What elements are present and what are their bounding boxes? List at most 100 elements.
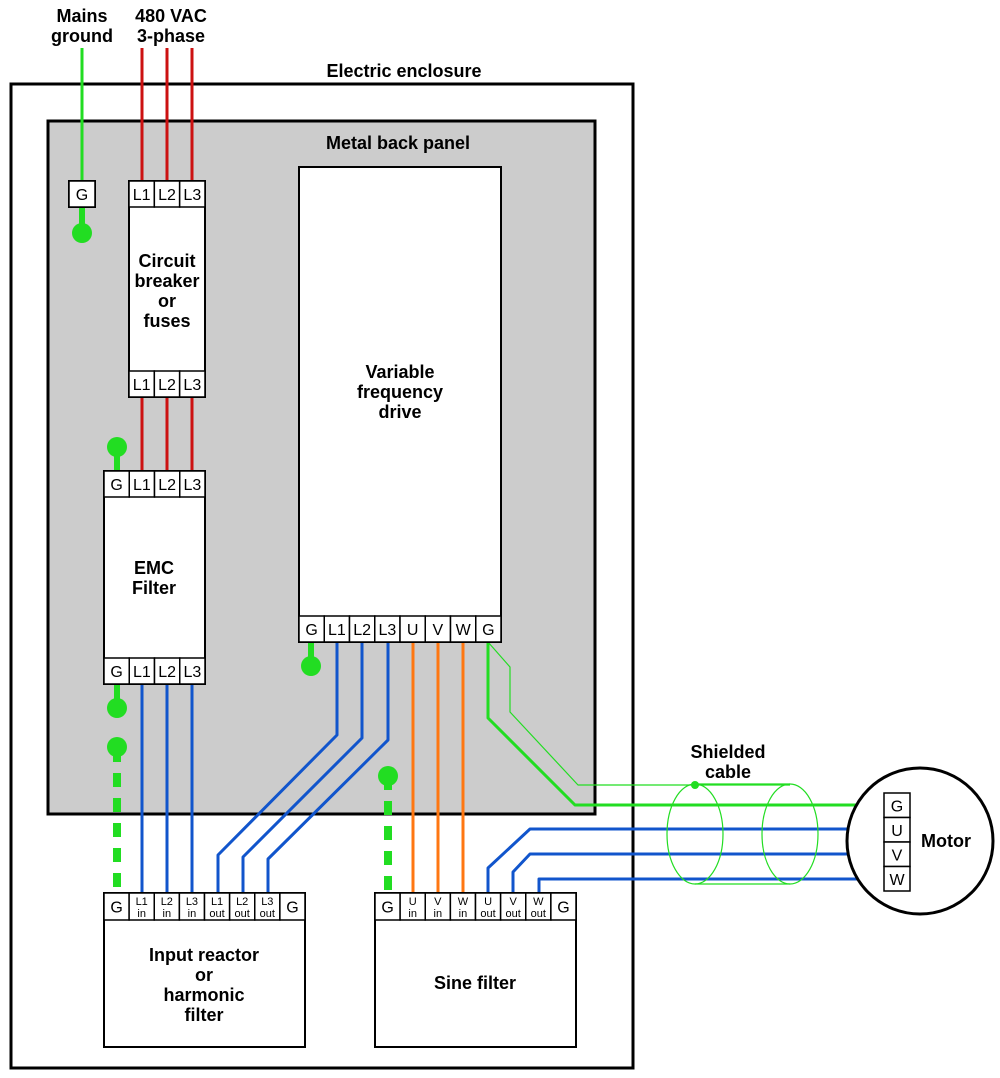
motor xyxy=(845,766,995,916)
vfd-terminal-v: V xyxy=(433,622,444,639)
breaker-bottom-terminal-l1-box xyxy=(128,370,156,398)
breaker-top-terminal-l3: L3 xyxy=(183,187,201,204)
emc-top-ground-dot xyxy=(107,437,127,457)
sine-terminal-v-out-box xyxy=(499,892,527,921)
emc-filter xyxy=(103,470,206,685)
shielded-cable-label-1: Shielded xyxy=(690,742,765,762)
breaker-label-1: Circuit xyxy=(138,251,195,271)
reactor-terminal-l2-in-suffix: in xyxy=(163,908,172,920)
vfd-terminal-l3-box xyxy=(374,615,401,643)
enclosure-label: Electric enclosure xyxy=(326,61,481,81)
reactor-terminal-l1-out-suffix: out xyxy=(209,908,224,920)
vfd-terminal-l1-box xyxy=(323,615,351,643)
breaker-top-terminal-l1-box xyxy=(128,180,156,208)
sine-terminal-u-in-name: U xyxy=(409,896,417,908)
motor-terminal-g: G xyxy=(891,798,903,815)
reactor-terminal-g: G xyxy=(286,900,298,917)
back-panel-label: Metal back panel xyxy=(326,133,470,153)
sine-terminal-u-in-suffix: in xyxy=(408,908,417,920)
emc-top-terminal-l1: L1 xyxy=(133,477,151,494)
reactor-terminal-l3-in-suffix: in xyxy=(188,908,197,920)
emc-label-1: EMC xyxy=(134,558,174,578)
reactor-terminal-g: G xyxy=(110,900,122,917)
sine-terminal-v-in-name: V xyxy=(434,896,442,908)
emc-top-terminal-l3: L3 xyxy=(183,477,201,494)
mains-ground-dot xyxy=(72,223,92,243)
vfd-terminal-l1: L1 xyxy=(328,622,346,639)
emc-bottom-terminal-g: G xyxy=(110,664,122,681)
reactor-terminal-g-box xyxy=(103,892,130,921)
vfd-terminal-l2: L2 xyxy=(353,622,371,639)
reactor-label-3: harmonic xyxy=(163,985,244,1005)
emc-top-terminal-l3-box xyxy=(179,470,206,498)
emc-bottom-terminal-l2: L2 xyxy=(158,664,176,681)
breaker-top-terminal-l2-box xyxy=(153,180,181,208)
reactor-terminal-l2-out-name: L2 xyxy=(236,896,248,908)
sine-terminal-w-in-suffix: in xyxy=(459,908,468,920)
sine-terminal-g: G xyxy=(381,900,393,917)
reactor-vfd-wire-l1 xyxy=(216,642,339,893)
sine-terminal-u-in-box xyxy=(399,892,426,921)
vfd-terminal-g-box xyxy=(475,615,502,643)
cable-shield-ring-left xyxy=(666,783,724,885)
emc-top-terminal-l2: L2 xyxy=(158,477,176,494)
cable-shield-outline xyxy=(487,641,790,786)
breaker-bottom-terminal-l2-box xyxy=(153,370,181,398)
sine-motor-wire-v xyxy=(511,852,884,893)
motor-terminal-w-box xyxy=(883,865,911,892)
reactor-vfd-wire-l3 xyxy=(266,642,390,893)
vfd-label-3: drive xyxy=(378,402,421,422)
sine-ground-dot xyxy=(378,766,398,786)
sine-terminal-w-out-box xyxy=(525,892,552,921)
cable-shield-ring-right xyxy=(761,783,819,885)
breaker-label-2: breaker xyxy=(134,271,199,291)
breaker-top-terminal-l1: L1 xyxy=(133,187,151,204)
reactor-terminal-l3-out-box xyxy=(254,892,281,921)
mains-ground-terminal-g: G xyxy=(76,187,88,204)
sine-terminal-g-box xyxy=(550,892,577,921)
reactor-ground-dot xyxy=(107,737,127,757)
emc-bottom-terminal-l3-box xyxy=(179,657,206,685)
shield-bond-dot xyxy=(691,781,699,789)
reactor-label-1: Input reactor xyxy=(149,945,259,965)
breaker-label-3: or xyxy=(158,291,176,311)
vfd-terminal-u-box xyxy=(399,615,426,643)
sine-terminal-v-in-box xyxy=(424,892,452,921)
breaker-top-terminal-l2: L2 xyxy=(158,187,176,204)
vfd-ground-dot xyxy=(301,656,321,676)
supply-label-1: 480 VAC xyxy=(135,6,207,26)
motor-label: Motor xyxy=(921,831,971,851)
wires xyxy=(79,48,884,893)
emc-bottom-terminal-l1: L1 xyxy=(133,664,151,681)
emc-top-terminal-g: G xyxy=(110,477,122,494)
variable-frequency-drive xyxy=(298,166,502,643)
mains-ground-label-2: ground xyxy=(51,26,113,46)
reactor-terminal-l3-in-name: L3 xyxy=(186,896,198,908)
reactor-terminal-l2-out-box xyxy=(228,892,256,921)
breaker-bottom-terminal-l1: L1 xyxy=(133,377,151,394)
emc-label-2: Filter xyxy=(132,578,176,598)
breaker-label-4: fuses xyxy=(143,311,190,331)
sine-terminal-w-out-name: W xyxy=(533,896,544,908)
sine-terminal-g: G xyxy=(557,900,569,917)
reactor-terminal-g-box xyxy=(279,892,306,921)
vfd-terminal-g: G xyxy=(305,622,317,639)
sine-terminal-w-in-name: W xyxy=(458,896,469,908)
reactor-terminal-l2-in-name: L2 xyxy=(161,896,173,908)
mains-ground-terminal-g-box xyxy=(68,180,96,208)
emc-bottom-ground-dot xyxy=(107,698,127,718)
sine-terminal-w-out-suffix: out xyxy=(531,908,546,920)
sine-terminal-u-out-suffix: out xyxy=(480,908,495,920)
breaker-bottom-terminal-l3: L3 xyxy=(183,377,201,394)
vfd-terminal-l3: L3 xyxy=(378,622,396,639)
reactor-vfd-wire-l2 xyxy=(241,642,364,893)
breaker-label: Circuit breaker or fuses xyxy=(134,251,199,331)
motor-terminal-w: W xyxy=(889,872,905,889)
sine-terminal-v-out-suffix: out xyxy=(506,908,521,920)
reactor-terminal-l3-out-name: L3 xyxy=(261,896,273,908)
sine-terminal-v-out-name: V xyxy=(510,896,518,908)
breaker-bottom-terminal-l2: L2 xyxy=(158,377,176,394)
reactor-terminal-l2-out-suffix: out xyxy=(235,908,250,920)
